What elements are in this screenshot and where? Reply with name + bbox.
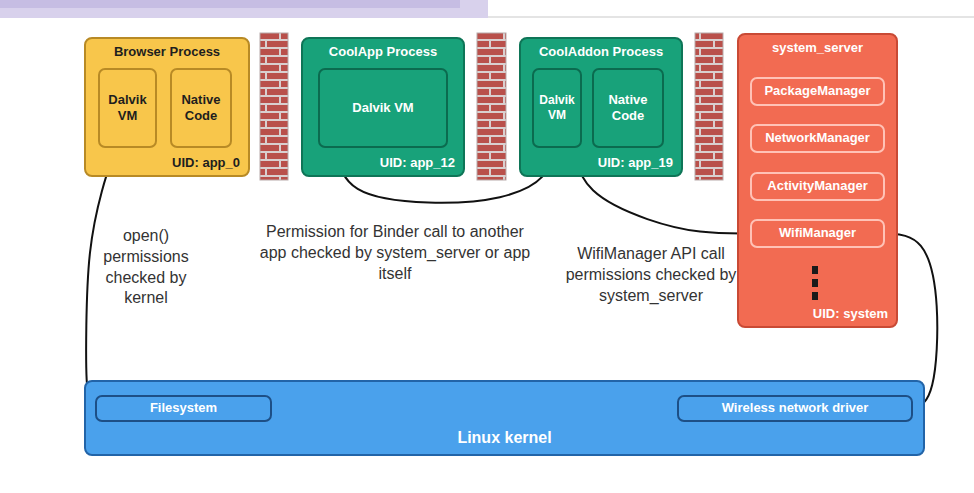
- process-title: CoolApp Process: [303, 44, 463, 60]
- box-label: Native Code: [597, 92, 659, 125]
- ellipsis-dot: [812, 292, 818, 300]
- permission-note: Permission for Binder call to another ap…: [252, 222, 538, 284]
- top-strip: [0, 0, 460, 8]
- process-title: CoolAddon Process: [521, 44, 681, 60]
- uid-label: UID: app_0: [172, 155, 240, 171]
- ellipsis-dot: [812, 266, 818, 274]
- driver-box: Filesystem: [95, 395, 272, 422]
- brick-wall: [695, 33, 723, 180]
- service-box: WifiManager: [750, 219, 885, 248]
- service-box: NetworkManager: [750, 124, 885, 153]
- brick-wall: [260, 33, 288, 180]
- box-label: Native Code: [175, 92, 227, 125]
- box-label: Dalvik VM: [537, 93, 577, 123]
- native-box: Native Code: [170, 68, 232, 148]
- runtime-box: Dalvik VM: [98, 68, 157, 148]
- brick-wall: [477, 33, 506, 180]
- box-label: PackageManager: [764, 83, 870, 99]
- top-strip: [0, 0, 488, 18]
- process-title: system_server: [739, 40, 896, 56]
- box-label: Dalvik VM: [352, 100, 413, 116]
- permission-note: open() permissions checked by kernel: [94, 226, 198, 309]
- top-strip: [488, 16, 974, 18]
- permission-note: WifiManager API call permissions checked…: [562, 244, 740, 306]
- process-box: CoolApp ProcessUID: app_12 Dalvik VM: [301, 37, 465, 177]
- box-label: Dalvik VM: [103, 92, 152, 125]
- box-label: WifiManager: [779, 225, 856, 241]
- box-label: ActivityManager: [767, 178, 867, 194]
- box-label: Filesystem: [150, 400, 217, 416]
- process-title: Browser Process: [86, 44, 248, 60]
- uid-label: UID: system: [813, 306, 888, 322]
- box-label: NetworkManager: [765, 130, 870, 146]
- box-label: Wireless network driver: [722, 400, 869, 416]
- uid-label: UID: app_12: [380, 155, 455, 171]
- process-box: Browser ProcessUID: app_0 Dalvik VM Native…: [84, 37, 250, 177]
- uid-label: UID: app_19: [598, 155, 673, 171]
- native-box: Native Code: [592, 68, 664, 148]
- kernel-band: Linux kernel Filesystem Wireless network d…: [84, 380, 925, 456]
- runtime-box: Dalvik VM: [532, 68, 582, 148]
- server-box: system_serverUID: system PackageManagerNe…: [737, 33, 898, 328]
- process-box: CoolAddon ProcessUID: app_19 Dalvik VM Nat…: [519, 37, 683, 177]
- ellipsis-dot: [812, 279, 818, 287]
- service-box: ActivityManager: [750, 172, 885, 201]
- service-box: PackageManager: [750, 77, 885, 106]
- runtime-box: Dalvik VM: [318, 68, 448, 148]
- driver-box: Wireless network driver: [677, 395, 913, 422]
- call-arrow: [572, 148, 750, 234]
- layer-title: Linux kernel: [86, 428, 923, 448]
